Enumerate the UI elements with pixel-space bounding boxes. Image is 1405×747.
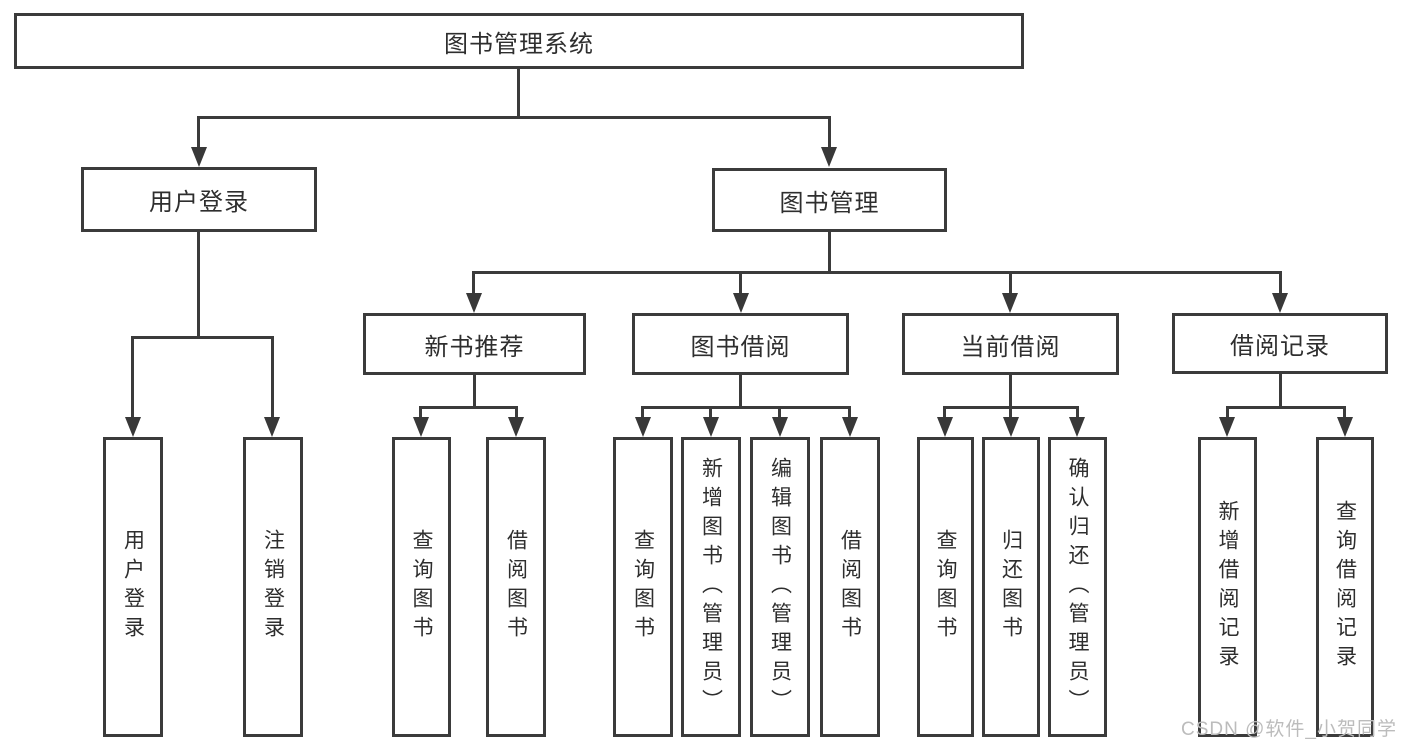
leaf-record-add-label: 新增借阅记录 xyxy=(1216,500,1239,674)
leaf-logout-label: 注销登录 xyxy=(261,529,285,645)
node-borrow-record-label: 借阅记录 xyxy=(1230,333,1330,360)
arrow-down-icon xyxy=(1069,417,1085,437)
node-user-login-label: 用户登录 xyxy=(149,189,249,216)
connector-line xyxy=(1009,375,1012,409)
arrow-down-icon xyxy=(937,417,953,437)
leaf-borrow-borrow: 借阅图书 xyxy=(820,437,880,737)
leaf-record-query: 查询借阅记录 xyxy=(1316,437,1374,737)
arrow-down-icon xyxy=(733,293,749,313)
connector-line xyxy=(419,406,422,420)
node-book-mgmt: 图书管理 xyxy=(712,168,947,232)
leaf-newbook-query: 查询图书 xyxy=(392,437,451,737)
arrow-down-icon xyxy=(1219,417,1235,437)
leaf-current-confirm-label: 确认归还（管理员） xyxy=(1066,456,1089,718)
connector-line xyxy=(709,406,712,420)
connector-line xyxy=(848,406,851,420)
leaf-record-query-label: 查询借阅记录 xyxy=(1333,500,1357,674)
leaf-borrow-add: 新增图书（管理员） xyxy=(681,437,741,737)
connector-line xyxy=(828,232,831,274)
arrow-down-icon xyxy=(1002,293,1018,313)
node-current-borrow: 当前借阅 xyxy=(902,313,1119,375)
leaf-user-login-label: 用户登录 xyxy=(121,529,145,645)
leaf-current-query: 查询图书 xyxy=(917,437,974,737)
connector-line xyxy=(517,69,520,119)
connector-line xyxy=(197,232,200,339)
leaf-borrow-add-label: 新增图书（管理员） xyxy=(699,456,723,718)
connector-line xyxy=(1226,406,1346,409)
connector-line xyxy=(1009,271,1012,296)
leaf-newbook-query-label: 查询图书 xyxy=(410,529,433,645)
leaf-current-confirm: 确认归还（管理员） xyxy=(1048,437,1107,737)
arrow-down-icon xyxy=(1003,417,1019,437)
leaf-newbook-borrow: 借阅图书 xyxy=(486,437,546,737)
connector-line xyxy=(1279,374,1282,409)
connector-line xyxy=(473,375,476,409)
node-root-label: 图书管理系统 xyxy=(444,30,594,58)
leaf-borrow-edit: 编辑图书（管理员） xyxy=(750,437,810,737)
arrow-down-icon xyxy=(821,147,837,167)
node-book-borrow: 图书借阅 xyxy=(632,313,849,375)
connector-line xyxy=(271,336,274,420)
arrow-down-icon xyxy=(1272,293,1288,313)
connector-line xyxy=(419,406,518,409)
connector-line xyxy=(131,336,134,420)
connector-line xyxy=(1226,406,1229,420)
connector-line xyxy=(197,116,200,149)
connector-line xyxy=(1343,406,1346,420)
node-root: 图书管理系统 xyxy=(14,13,1024,69)
node-book-mgmt-label: 图书管理 xyxy=(779,189,880,217)
connector-line xyxy=(515,406,518,420)
leaf-logout: 注销登录 xyxy=(243,437,303,737)
csdn-watermark: CSDN @软件_小贺同学 xyxy=(1181,719,1397,740)
leaf-current-return-label: 归还图书 xyxy=(999,529,1023,645)
connector-line xyxy=(1279,271,1282,296)
node-book-borrow-label: 图书借阅 xyxy=(690,333,791,361)
arrow-down-icon xyxy=(703,417,719,437)
node-user-login: 用户登录 xyxy=(81,167,317,232)
connector-line xyxy=(778,406,781,420)
connector-line xyxy=(739,271,742,296)
leaf-newbook-borrow-label: 借阅图书 xyxy=(504,529,528,645)
connector-line xyxy=(472,271,475,296)
leaf-borrow-query: 查询图书 xyxy=(613,437,673,737)
leaf-current-query-label: 查询图书 xyxy=(934,529,957,645)
connector-line xyxy=(641,406,851,409)
arrow-down-icon xyxy=(191,147,207,167)
leaf-current-return: 归还图书 xyxy=(982,437,1040,737)
arrow-down-icon xyxy=(413,417,429,437)
arrow-down-icon xyxy=(635,417,651,437)
leaf-borrow-query-label: 查询图书 xyxy=(631,529,655,645)
leaf-borrow-borrow-label: 借阅图书 xyxy=(838,529,862,645)
arrow-down-icon xyxy=(1337,417,1353,437)
connector-line xyxy=(739,375,742,409)
node-borrow-record: 借阅记录 xyxy=(1172,313,1388,374)
arrow-down-icon xyxy=(466,293,482,313)
arrow-down-icon xyxy=(772,417,788,437)
connector-line xyxy=(197,116,831,119)
connector-line xyxy=(828,116,831,149)
connector-line xyxy=(943,406,946,420)
connector-line xyxy=(641,406,644,420)
arrow-down-icon xyxy=(508,417,524,437)
leaf-user-login: 用户登录 xyxy=(103,437,163,737)
node-new-book-rec: 新书推荐 xyxy=(363,313,586,375)
connector-line xyxy=(472,271,1282,274)
arrow-down-icon xyxy=(125,417,141,437)
leaf-borrow-edit-label: 编辑图书（管理员） xyxy=(768,456,792,718)
connector-line xyxy=(1009,406,1012,420)
node-new-book-rec-label: 新书推荐 xyxy=(424,333,525,361)
arrow-down-icon xyxy=(264,417,280,437)
arrow-down-icon xyxy=(842,417,858,437)
leaf-record-add: 新增借阅记录 xyxy=(1198,437,1257,737)
connector-line xyxy=(131,336,274,339)
node-current-borrow-label: 当前借阅 xyxy=(960,333,1061,361)
connector-line xyxy=(1076,406,1079,420)
